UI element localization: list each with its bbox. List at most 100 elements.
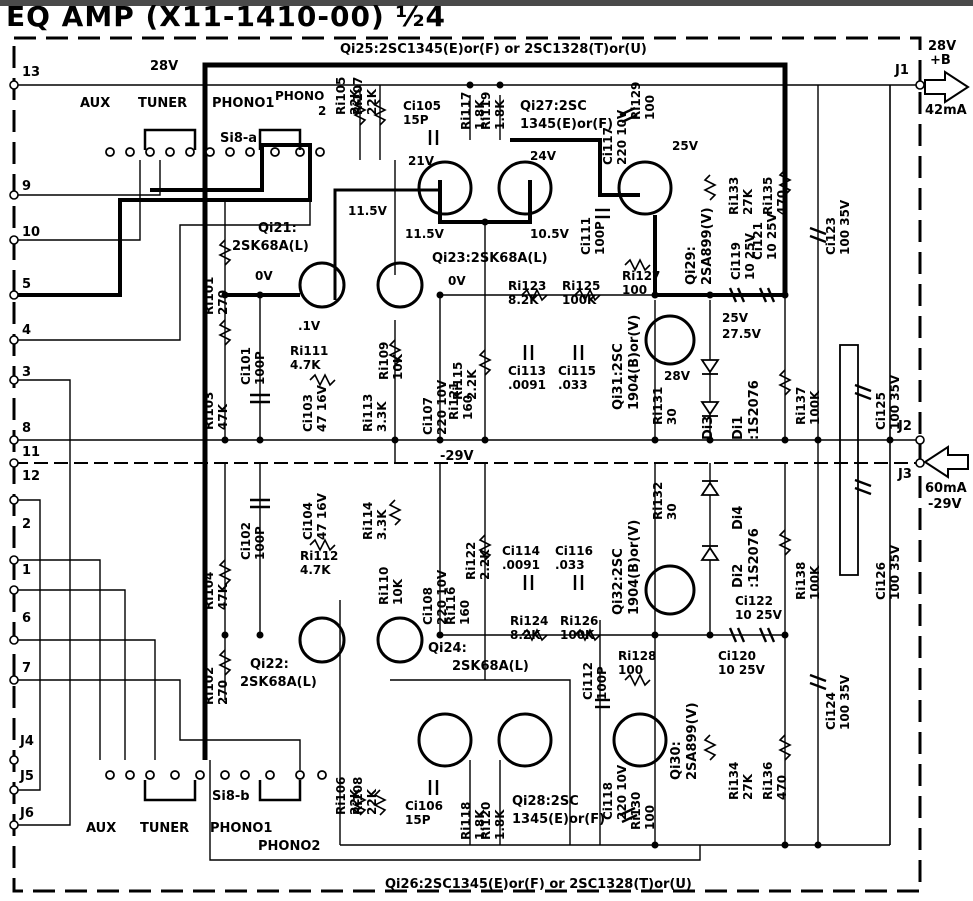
component-label-ci103: Ci10347 16V xyxy=(301,384,329,432)
component-label-ci107: Ci107220 10V xyxy=(421,379,449,435)
qi27-ref: Qi27:2SC xyxy=(520,99,587,114)
heavy-trace-src xyxy=(333,188,440,300)
transistor-qi29 xyxy=(617,160,673,216)
switch-top-2: 2 xyxy=(318,104,326,118)
component-label-ri121: Ri121160 xyxy=(447,382,475,420)
component-label-ri104: Ri10447K xyxy=(202,572,230,610)
switch-top-phono1: PHONO1 xyxy=(212,96,274,111)
component-label-ci111: Ci111100P xyxy=(579,217,607,255)
component-label-ci104: Ci10447 16V xyxy=(301,492,329,540)
di2-label: Di2:1S2076 xyxy=(731,528,762,588)
component-label-ri132: Ri13230 xyxy=(651,482,679,520)
component-label-ci124: Ci124100 35V xyxy=(824,674,852,730)
switch-contacts xyxy=(105,147,327,780)
switch-top-ref: Si8-a xyxy=(220,131,257,146)
component-label-ri122: Ri1222.2K xyxy=(464,542,492,580)
component-label-ri108: Ri10822K xyxy=(351,777,379,815)
component-label-ci121: Ci12110 25V xyxy=(751,212,779,260)
supply-minus-current: 60mA xyxy=(925,481,967,496)
component-label-ci126: Ci126100 35V xyxy=(874,544,902,600)
pin-7: 7 xyxy=(22,661,31,676)
output-bracket xyxy=(839,344,859,576)
component-label-ri136: Ri136470 xyxy=(761,762,789,800)
switch-bottom-tuner: TUNER xyxy=(140,821,189,836)
component-label-ri103: Ri10347K xyxy=(202,392,230,430)
component-label-ri116: Ri116160 xyxy=(444,587,472,625)
jack-j6: J6 xyxy=(19,806,34,821)
component-label-ri133: Ri13327K xyxy=(727,177,755,215)
switch-top-tuner: TUNER xyxy=(138,96,187,111)
pin-4: 4 xyxy=(22,323,31,338)
supply-plus-b: +B xyxy=(930,53,951,68)
qi21-ref: Qi21: xyxy=(258,221,297,236)
component-label-ri130: Ri130100 xyxy=(629,792,657,830)
component-label-ri137: Ri137100K xyxy=(794,387,822,425)
component-label-ri101: Ri101270 xyxy=(202,277,230,315)
diode-symbols xyxy=(700,359,720,561)
qi24-part: 2SK68A(L) xyxy=(452,659,529,674)
voltage-0v-b: 0V xyxy=(448,274,466,288)
pin-1: 1 xyxy=(22,563,31,578)
pin-8: 8 xyxy=(22,421,31,436)
transistor-qi30 xyxy=(612,712,668,768)
supply-minus-voltage: -29V xyxy=(928,497,962,512)
transistor-qi28 xyxy=(497,712,553,768)
component-label-ci119: Ci11910 25V xyxy=(729,232,757,280)
component-label-ri105: Ri10522K xyxy=(334,77,362,115)
pin-13: 13 xyxy=(22,65,40,80)
transistor-qi31 xyxy=(644,314,696,366)
component-label-ri131: Ri13130 xyxy=(651,387,679,425)
qi28-part: 1345(E)or(F) xyxy=(512,812,605,827)
voltage-25v: 25V xyxy=(672,139,699,153)
jack-j1: J1 xyxy=(894,63,909,78)
switch-wipers xyxy=(143,128,302,802)
junction-dots xyxy=(221,81,894,849)
component-label-ri114: Ri1143.3K xyxy=(361,502,389,540)
voltage-11-5v-a: 11.5V xyxy=(348,204,388,218)
pin-12: 12 xyxy=(22,469,40,484)
qi23-label: Qi23:2SK68A(L) xyxy=(432,251,548,266)
pin-6: 6 xyxy=(22,611,31,626)
qi32-label: Qi32:2SC1904(B)or(V) xyxy=(611,520,642,615)
component-label-ci116: Ci116.033 xyxy=(555,544,593,572)
component-label-ci114: Ci114.0091 xyxy=(502,544,540,572)
di1-label: Di1:1S2076 xyxy=(731,380,762,440)
schematic-title: EQ AMP (X11-1410-00) ½4 xyxy=(6,0,446,33)
pin-9: 9 xyxy=(22,179,31,194)
top-window-bar xyxy=(0,0,973,6)
transistor-qi23 xyxy=(376,261,424,309)
switch-bottom-aux: AUX xyxy=(86,821,116,836)
qi30-label: Qi30:2SA899(V) xyxy=(669,702,700,780)
component-label-ri113: Ri1133.3K xyxy=(361,394,389,432)
component-label-ci112: Ci112100P xyxy=(581,662,609,700)
switch-bottom-ref: Si8-b xyxy=(212,789,250,804)
transistor-qi21 xyxy=(298,261,346,309)
component-label-ci125: Ci125100 35V xyxy=(874,374,902,430)
rail-28v-label: 28V xyxy=(150,59,178,74)
qi29-label: Qi29:2SA899(V) xyxy=(684,207,715,285)
switch-top-aux: AUX xyxy=(80,96,110,111)
component-label-ri109: Ri10910K xyxy=(377,342,405,380)
voltage-24v: 24V xyxy=(530,149,557,163)
component-label-ri115: Ri1152.2K xyxy=(451,362,479,400)
qi27-part: 1345(E)or(F) xyxy=(520,117,613,132)
switch-bottom-phono2: PHONO2 xyxy=(258,839,320,854)
transistor-qi22 xyxy=(298,616,346,664)
pin-2: 2 xyxy=(22,517,31,532)
transistor-qi25a xyxy=(417,160,473,216)
supply-plus-current: 42mA xyxy=(925,103,967,118)
heavy-trace-qi25 xyxy=(202,62,788,760)
pin-3: 3 xyxy=(22,365,31,380)
transistor-qi27 xyxy=(497,160,553,216)
qi22-ref: Qi22: xyxy=(250,657,289,672)
pin-11: 11 xyxy=(22,445,40,460)
